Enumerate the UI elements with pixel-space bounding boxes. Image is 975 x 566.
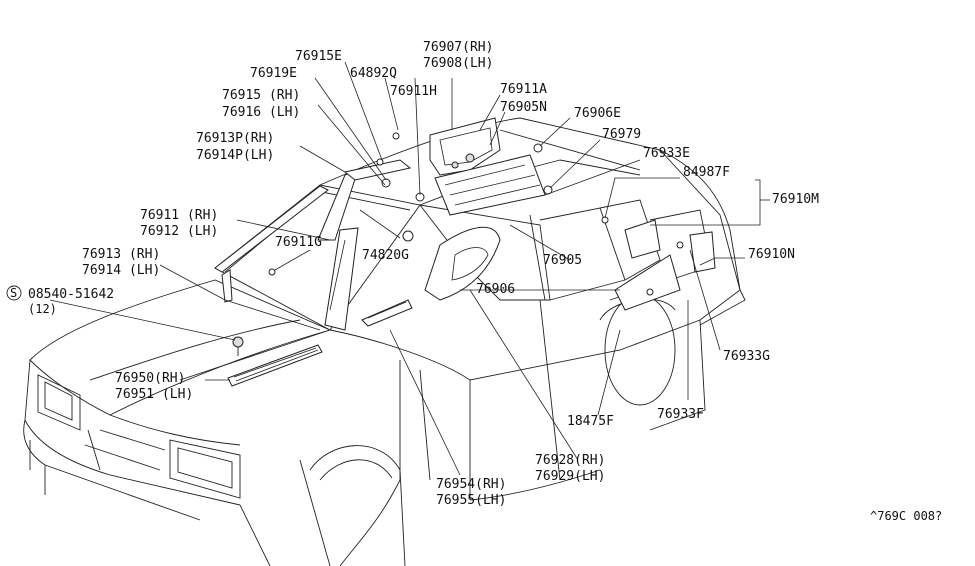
- label-76979: 76979: [602, 127, 641, 142]
- label-76933f: 76933F: [657, 407, 704, 422]
- label-76911h: 76911H: [390, 84, 437, 99]
- label-76915e: 76915E: [295, 49, 342, 64]
- diagram-code: ^769C 008?: [870, 509, 942, 523]
- a-pillar-garnish: [214, 185, 329, 273]
- label-76914p: 76914P(LH): [196, 148, 274, 163]
- luggage-side-trim: [614, 254, 681, 311]
- label-76915: 76915 (RH): [222, 88, 300, 103]
- label-76906: 76906: [476, 282, 515, 297]
- label-76928: 76928(RH): [535, 453, 605, 468]
- label-74820g: 74820G: [362, 248, 409, 263]
- kicking-plate-front: [227, 344, 323, 387]
- label-08540-symbol: S: [10, 286, 17, 300]
- label-76907: 76907(RH): [423, 40, 493, 55]
- label-76911g: 76911G: [275, 235, 322, 250]
- leader-lines: [49, 61, 770, 476]
- label-76911: 76911 (RH): [140, 208, 218, 223]
- label-76919e: 76919E: [250, 66, 297, 81]
- rear-end-trim: [689, 231, 716, 273]
- clip-76911h: [392, 132, 400, 140]
- label-84987f: 84987F: [683, 165, 730, 180]
- center-pillar-lower: [324, 227, 359, 331]
- label-76908: 76908(LH): [423, 56, 493, 71]
- label-76912: 76912 (LH): [140, 224, 218, 239]
- label-76911a: 76911A: [500, 82, 547, 97]
- label-76905n: 76905N: [500, 100, 547, 115]
- grommet-74820g: [402, 230, 414, 242]
- label-76914: 76914 (LH): [82, 263, 160, 278]
- label-08540: 08540-51642: [28, 287, 114, 302]
- label-76955: 76955(LH): [436, 493, 506, 508]
- label-76933g: 76933G: [723, 349, 770, 364]
- clip-76933f: [646, 288, 654, 296]
- label-76951: 76951 (LH): [115, 387, 193, 402]
- label-76906e: 76906E: [574, 106, 621, 121]
- label-76913p: 76913P(RH): [196, 131, 274, 146]
- part-labels: 76915E 76919E 64892Q 76907(RH) 76908(LH)…: [6, 40, 942, 523]
- quarter-trim-panel: [424, 226, 501, 301]
- screw-08540: [232, 336, 244, 348]
- label-18475f: 18475F: [567, 414, 614, 429]
- clip-76911g: [268, 268, 276, 276]
- label-76933e: 76933E: [643, 146, 690, 161]
- trim-parts: [214, 117, 716, 387]
- label-76905: 76905: [543, 253, 582, 268]
- pillar-lower: [221, 269, 233, 303]
- label-76954: 76954(RH): [436, 477, 506, 492]
- label-76916: 76916 (LH): [222, 105, 300, 120]
- label-76910n: 76910N: [748, 247, 795, 262]
- label-76929: 76929(LH): [535, 469, 605, 484]
- clip-76915e: [376, 158, 384, 166]
- rear-pillar-trim: [624, 219, 661, 259]
- label-64892q: 64892Q: [350, 66, 397, 81]
- label-76910m: 76910M: [772, 192, 819, 207]
- label-08540-qty: (12): [28, 302, 57, 316]
- label-76950: 76950(RH): [115, 371, 185, 386]
- label-76913: 76913 (RH): [82, 247, 160, 262]
- symbol-circle: [6, 285, 22, 301]
- clip-76933g: [676, 241, 684, 249]
- scuff-plate-rear: [361, 299, 413, 327]
- clip-76919e: [381, 178, 391, 188]
